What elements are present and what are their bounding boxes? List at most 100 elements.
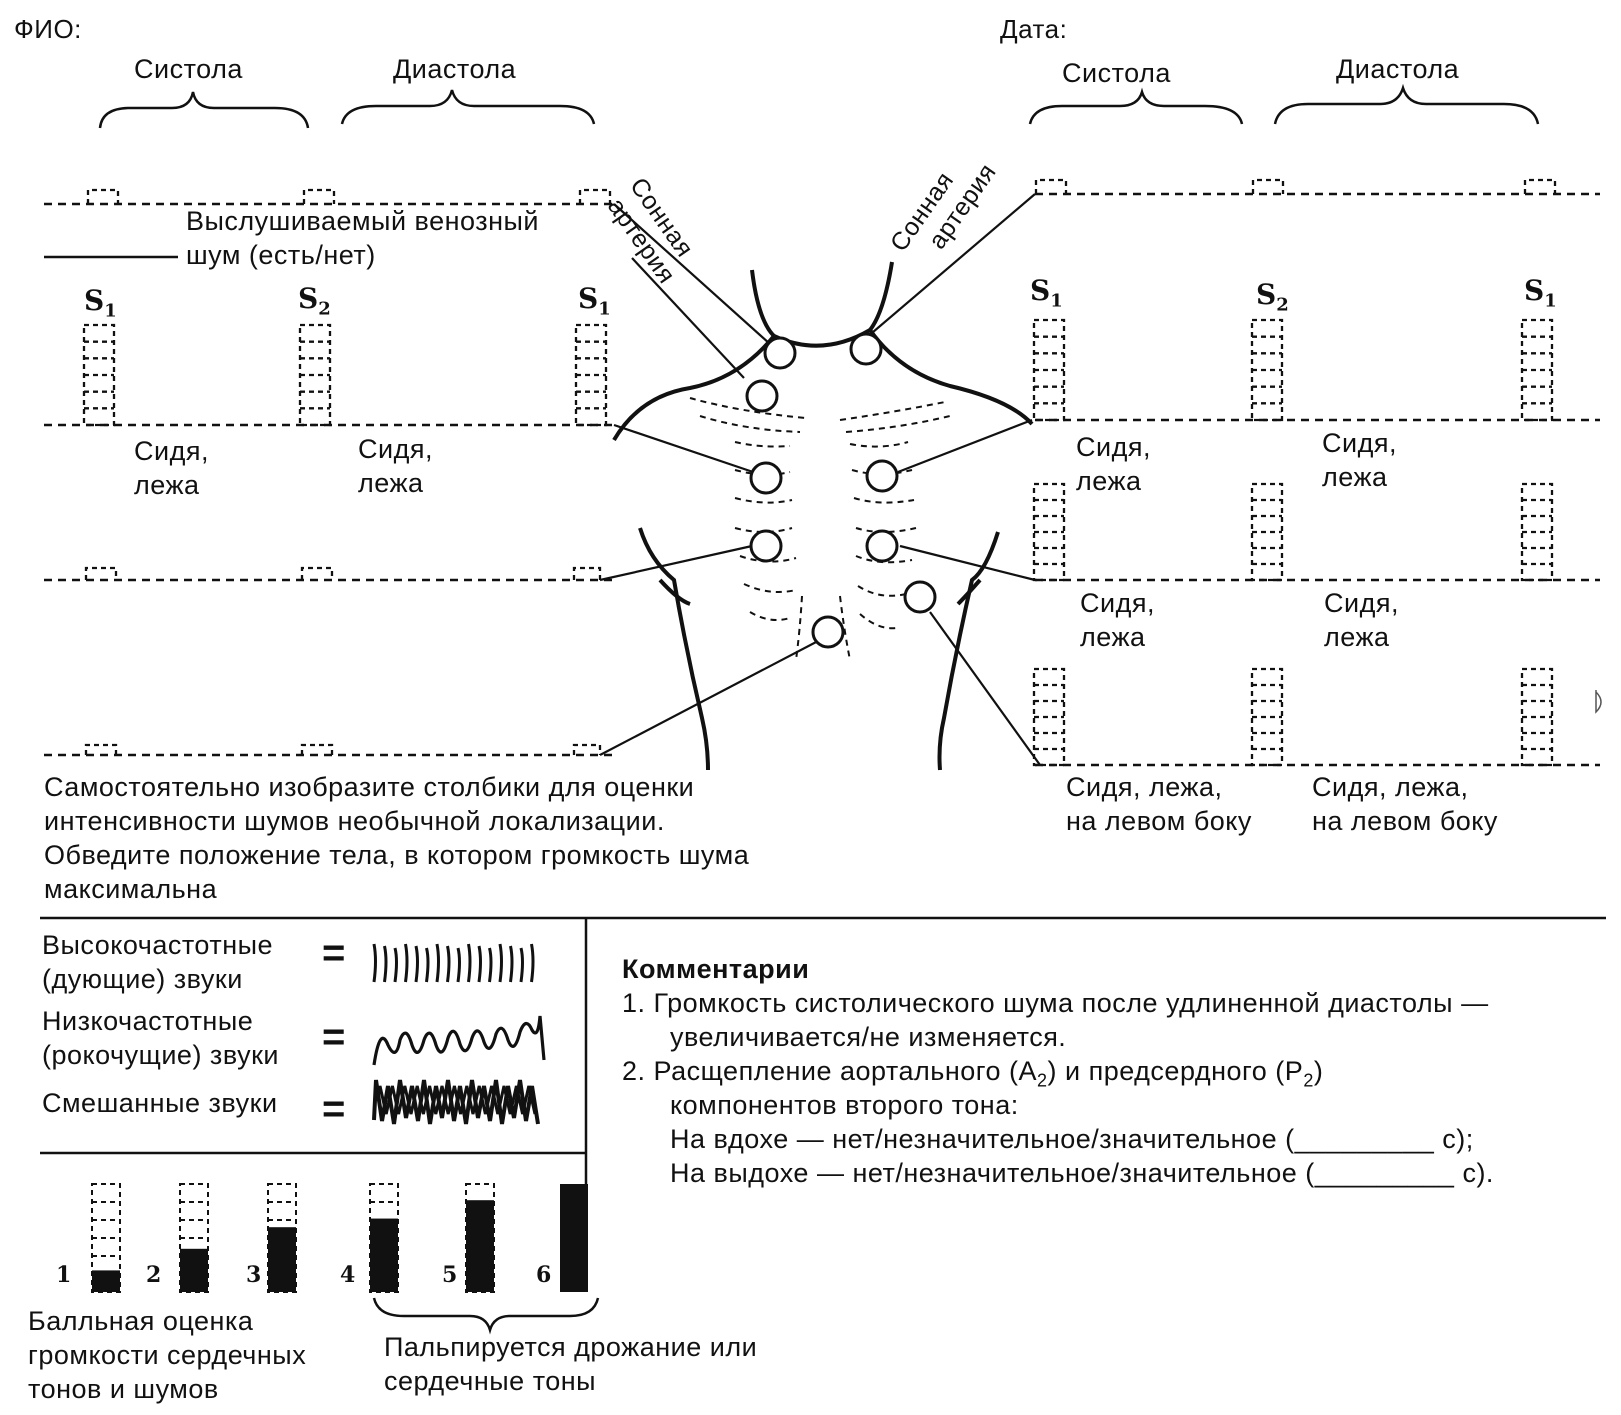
leader — [631, 257, 745, 379]
grade-number-4: 4 — [340, 1262, 356, 1288]
rib — [853, 497, 915, 504]
comment-1-line-2: увеличивается/не изменяется. — [670, 1022, 1067, 1052]
systole-label-left: Систола — [134, 54, 243, 84]
rib — [734, 469, 791, 476]
position-left-side-2a: Сидя, лежа, — [1312, 772, 1469, 802]
rib — [749, 611, 791, 621]
rib — [734, 527, 793, 533]
instruction-line-1: Самостоятельно изобразите столбики для о… — [44, 772, 695, 802]
grade-number-1: 1 — [56, 1262, 72, 1288]
position-sit-left-2: Сидя, — [358, 434, 433, 464]
brace-diastole-left — [340, 89, 596, 125]
date-label: Дата: — [1000, 14, 1068, 44]
rib — [699, 415, 801, 433]
rib — [743, 583, 797, 593]
comment-2-line-2: компонентов второго тона: — [670, 1090, 1019, 1120]
leader — [613, 423, 757, 475]
rib — [857, 585, 907, 597]
bump — [86, 188, 120, 204]
s1-label-left-2: S1 — [578, 282, 611, 320]
rib — [845, 415, 951, 433]
dashed-intensity-bar — [1250, 482, 1284, 582]
leader — [865, 193, 1036, 339]
dashed-intensity-bar — [1250, 667, 1284, 767]
diastole-label-left: Диастола — [393, 54, 517, 84]
position-left-side-2b: на левом боку — [1312, 806, 1498, 836]
legend-low-line-2: (рокочущие) звуки — [42, 1040, 279, 1070]
position-lie-right-3: лежа — [1080, 622, 1146, 652]
dashed-intensity-bar — [1250, 318, 1284, 422]
bump — [302, 188, 336, 204]
dashed-intensity-bar — [1520, 667, 1554, 767]
auscultation-point-left-upper — [745, 379, 779, 413]
rib — [839, 595, 851, 661]
rib — [859, 613, 897, 630]
comment-2-inhale: На вдохе — нет/незначительное/значительн… — [670, 1124, 1474, 1154]
grade-bar-5 — [465, 1183, 495, 1293]
position-lie-left-2: лежа — [358, 468, 424, 498]
bump — [578, 188, 612, 204]
s1-label-right-2: S1 — [1524, 274, 1557, 312]
dashed-intensity-bar — [1520, 482, 1554, 582]
high-frequency-sound-icon — [372, 943, 535, 983]
mixed-sound-icon — [372, 1079, 540, 1125]
auscultation-point-carotid-right — [849, 332, 883, 366]
neck-left — [750, 269, 776, 338]
grade-caption-2: громкости сердечных — [28, 1340, 307, 1370]
palpable-caption-1: Пальпируется дрожание или — [384, 1332, 758, 1362]
bump — [84, 743, 118, 755]
venous-hum-line-2: шум (есть/нет) — [186, 240, 376, 270]
auscultation-point-pulmonary — [865, 459, 899, 493]
shoulder-right — [868, 328, 1034, 426]
name-label: ФИО: — [14, 14, 82, 44]
s1-label-right-1: S1 — [1030, 274, 1063, 312]
position-left-side-1b: на левом боку — [1066, 806, 1252, 836]
grade-caption-3: тонов и шумов — [28, 1374, 219, 1404]
side-left-tick — [658, 578, 691, 606]
brace-palpable — [372, 1297, 600, 1335]
bump — [1034, 178, 1068, 194]
instruction-line-4: максимальна — [44, 874, 218, 904]
rib — [855, 527, 917, 533]
leader — [613, 203, 771, 345]
dashed-intensity-bar — [1032, 667, 1066, 767]
bump — [84, 566, 118, 580]
low-frequency-sound-icon — [372, 1015, 546, 1066]
dashed-intensity-bar — [82, 323, 116, 427]
comment-2-line-1: 2. Расщепление аортального (A2) и предсе… — [622, 1056, 1324, 1091]
bump — [572, 743, 602, 755]
position-sit-right-2: Сидя, — [1322, 428, 1397, 458]
auscultation-point-left-sternal-3 — [749, 529, 783, 563]
leader — [897, 418, 1033, 474]
comment-1-line-1: 1. Громкость систолического шума после у… — [622, 988, 1489, 1018]
position-sit-left-1: Сидя, — [134, 436, 209, 466]
rib — [851, 469, 913, 475]
rib — [734, 441, 791, 448]
auscultation-point-aortic — [749, 461, 783, 495]
dashed-intensity-bar — [574, 323, 608, 427]
edge-mark — [1595, 690, 1602, 714]
grade-number-2: 2 — [146, 1262, 162, 1288]
grade-number-6: 6 — [536, 1262, 552, 1288]
dashed-intensity-bar — [298, 323, 332, 427]
rib — [795, 595, 803, 661]
position-sit-right-1: Сидя, — [1076, 432, 1151, 462]
position-lie-right-4: лежа — [1324, 622, 1390, 652]
comment-2-exhale: На выдохе — нет/незначительное/значитель… — [670, 1158, 1494, 1188]
dashed-intensity-bar — [1032, 318, 1066, 422]
position-left-side-1a: Сидя, лежа, — [1066, 772, 1223, 802]
leader — [929, 611, 1041, 766]
dashed-intensity-bar — [1032, 482, 1066, 582]
s2-label-right: S2 — [1256, 278, 1289, 316]
bump — [1523, 178, 1557, 194]
rib — [839, 401, 946, 421]
legend-equals-1: = — [322, 931, 346, 975]
systole-label-right: Систола — [1062, 58, 1171, 88]
rib — [739, 555, 797, 563]
side-right-tick — [956, 578, 982, 606]
bump — [300, 743, 334, 755]
auscultation-point-left-sternal-4 — [865, 529, 899, 563]
instruction-line-3: Обведите положение тела, в котором громк… — [44, 840, 750, 870]
